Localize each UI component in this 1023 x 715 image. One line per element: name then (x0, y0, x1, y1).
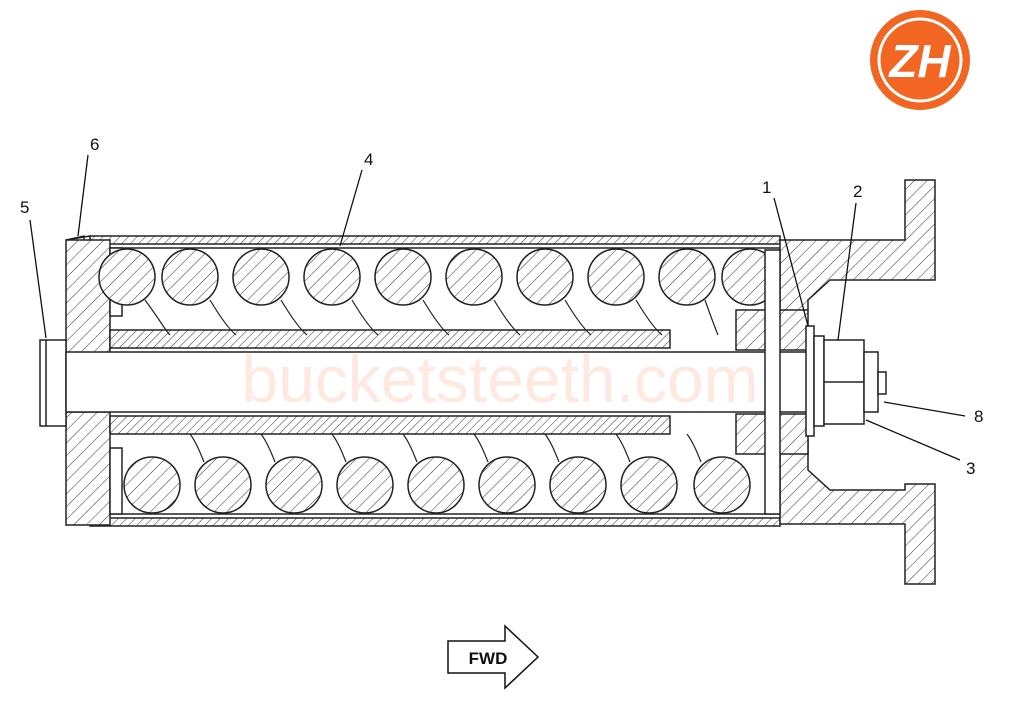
washer-and-nut (805, 325, 887, 437)
callout-4: 4 (364, 150, 373, 169)
right-mounting-bracket (735, 179, 936, 585)
forward-direction-arrow: FWD (447, 624, 540, 690)
spring-coils-upper (98, 248, 779, 306)
center-rod (65, 329, 809, 435)
callout-labels: 5 6 4 1 2 8 3 (20, 135, 983, 478)
rod-end-cap (39, 339, 67, 427)
watermark-text: bucketsteeth.com (241, 342, 758, 416)
logo-text: ZH (887, 35, 951, 87)
callout-8: 8 (974, 407, 983, 426)
spring-helix-lines (144, 299, 719, 463)
leader-lines (29, 154, 966, 461)
callout-3: 3 (966, 459, 975, 478)
fwd-label: FWD (469, 649, 508, 668)
brand-logo: ZH (870, 10, 970, 110)
callout-2: 2 (853, 182, 862, 201)
spring-coils-lower (123, 456, 751, 514)
callout-6: 6 (90, 135, 99, 154)
callout-5: 5 (20, 198, 29, 217)
callout-1: 1 (762, 178, 771, 197)
